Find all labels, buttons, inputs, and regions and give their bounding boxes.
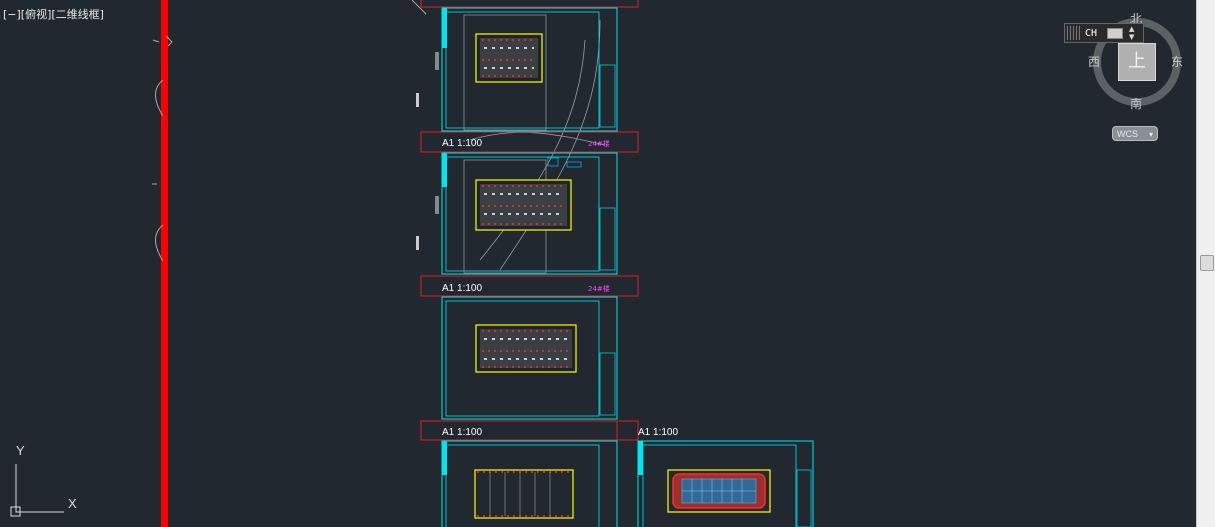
ucs-icon	[10, 464, 64, 517]
keyboard-icon[interactable]	[1107, 27, 1124, 39]
sheet-border	[637, 440, 814, 527]
scrollbar-thumb[interactable]	[1200, 255, 1214, 271]
sheet-frame-red	[420, 0, 639, 8]
sheet-binding-strip	[442, 441, 447, 475]
site-curve	[469, 132, 606, 146]
compass-north[interactable]: 北	[1130, 12, 1143, 26]
sheet-frame-red	[616, 420, 639, 441]
wcs-label: WCS	[1117, 129, 1138, 139]
chevron-down-icon: ▾	[1148, 130, 1153, 139]
ucs-y-label: Y	[16, 443, 25, 458]
floor-plan-hatch	[480, 38, 538, 78]
sheet-inner-border	[445, 300, 600, 417]
language-bar[interactable]: CH ▲▼	[1064, 23, 1144, 43]
grip-marker	[416, 93, 419, 107]
ucs-x-label: X	[68, 496, 77, 511]
title-block	[796, 469, 812, 527]
cyan-detail	[547, 157, 559, 167]
title-block	[599, 352, 616, 416]
sheet-border	[441, 7, 618, 132]
floor-plan-white-marks	[484, 193, 562, 215]
floor-plan-red-marks	[477, 471, 571, 517]
sheet-inner-border	[445, 11, 600, 129]
arc-entity	[155, 79, 164, 117]
vertical-scrollbar[interactable]	[1196, 0, 1215, 527]
coordinate-system-menu[interactable]: WCS ▾	[1112, 126, 1158, 141]
sheet-binding-strip	[442, 153, 447, 187]
chevron-down-icon[interactable]: ▲▼	[1129, 25, 1135, 41]
arc-entity	[155, 224, 164, 262]
grip-marker	[416, 236, 419, 250]
site-curve	[499, 19, 601, 271]
sheet-frame-red	[420, 131, 639, 153]
grip-marker	[435, 196, 439, 214]
floor-plan-red-marks	[482, 185, 564, 225]
view-cube-top-face[interactable]: 上	[1118, 43, 1156, 81]
roof-plan-outline[interactable]	[667, 469, 771, 513]
sheet-scale-label: A1 1:100	[442, 283, 483, 294]
sheet-binding-strip	[638, 441, 643, 475]
sheet-frame-red	[420, 275, 639, 297]
grip-icon[interactable]	[1067, 26, 1081, 40]
compass-west[interactable]: 西	[1088, 55, 1101, 69]
floor-plan-grid	[489, 472, 551, 516]
sheet-tag: 24#楼	[588, 140, 610, 148]
sheet-binding-strip	[442, 8, 447, 48]
sheet-scale-label: A1 1:100	[442, 138, 483, 149]
grip-marker	[435, 52, 439, 70]
building-outline	[463, 14, 547, 131]
floor-plan-hatch	[480, 184, 567, 226]
sheet-border	[441, 152, 618, 275]
sheet-scale-label: A1 1:100	[442, 427, 483, 438]
site-curve	[479, 39, 586, 261]
view-cube[interactable]: 北 南 东 西 上 CH ▲▼ WCS ▾	[1060, 10, 1190, 150]
sheet-inner-border	[445, 444, 600, 527]
tick-entity	[152, 35, 173, 47]
cyan-detail	[566, 161, 582, 168]
tick-entity	[411, 0, 427, 15]
language-indicator[interactable]: CH	[1085, 27, 1098, 39]
floor-plan-block[interactable]	[474, 469, 574, 519]
compass-east[interactable]: 东	[1171, 55, 1184, 69]
floor-plan-white-marks	[484, 47, 534, 69]
red-axis-line	[161, 0, 168, 527]
sheet-inner-border	[642, 444, 797, 527]
sheet-scale-label: A1 1:100	[638, 427, 679, 438]
viewport-controls-label[interactable]: [−][俯视][二维线框]	[3, 8, 104, 21]
title-block	[599, 207, 616, 271]
sheet-border	[441, 296, 618, 420]
view-cube-icon	[1093, 18, 1181, 106]
compass-south[interactable]: 南	[1130, 97, 1143, 111]
floor-plan-hatch	[480, 329, 572, 368]
floor-plan-white-marks	[484, 338, 568, 360]
sheet-tag: 24#楼	[588, 285, 610, 293]
floor-plan-red-marks	[482, 330, 570, 368]
roof-plan-grid	[682, 479, 756, 503]
title-block	[599, 64, 616, 128]
sheet-inner-border	[445, 156, 600, 272]
sheet-border	[441, 440, 618, 527]
